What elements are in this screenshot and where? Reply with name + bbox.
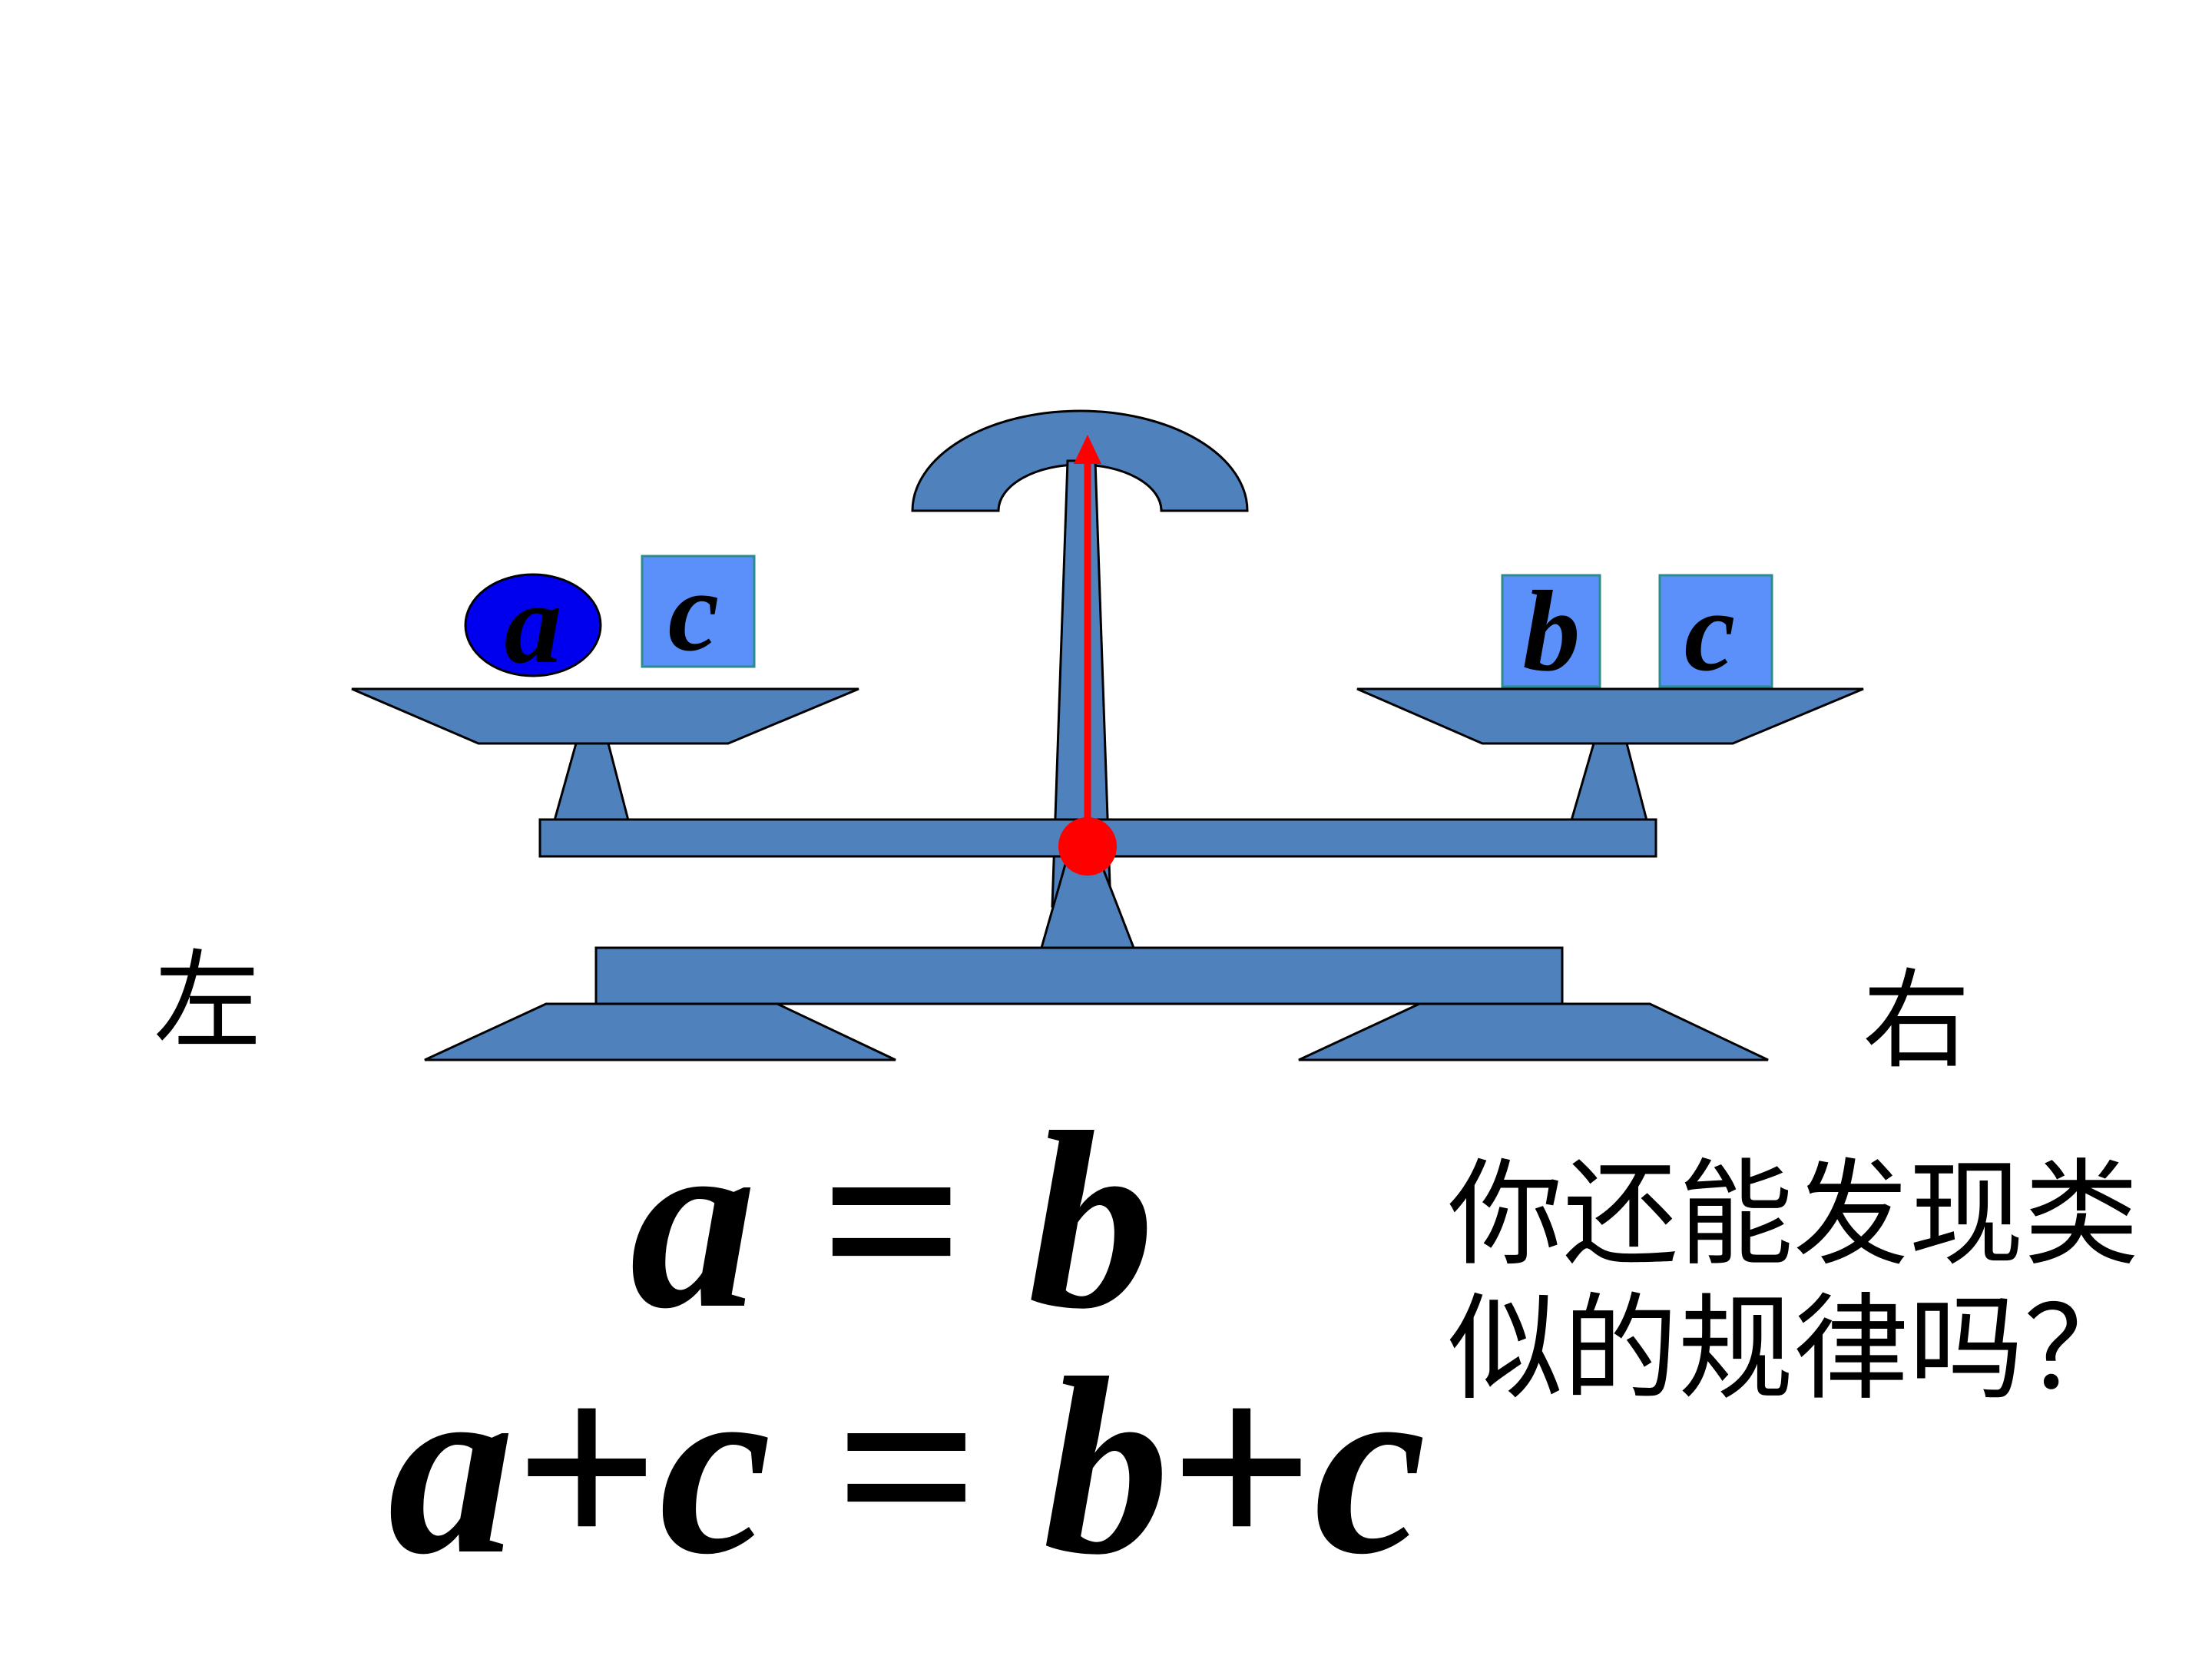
formula2-equals: =	[835, 1326, 980, 1607]
weight-c-left-label: c	[668, 548, 720, 675]
weight-c-left-box	[641, 555, 756, 668]
pivot-dot	[1058, 817, 1117, 876]
scale-base	[594, 946, 1564, 1005]
formula2-rhs-plus: +	[1169, 1326, 1314, 1607]
weight-b-label: b	[1523, 568, 1581, 695]
left-pan-support	[553, 742, 630, 822]
right-pan	[1356, 687, 1864, 745]
right-pan-support	[1570, 742, 1648, 822]
scale-foot-left	[424, 1002, 896, 1061]
right-side-label: 右	[1863, 959, 1971, 1084]
equation-a-equals-b: a = b	[630, 1094, 1154, 1348]
question-text: 你还能发现类 似的规律吗？	[1448, 1148, 2185, 1417]
left-pan	[351, 687, 859, 745]
weight-b-box	[1501, 574, 1601, 688]
weight-a-label: a	[505, 560, 562, 687]
formula1-rhs: b	[1028, 1081, 1155, 1361]
formula2-lhs-c: c	[659, 1326, 772, 1607]
formula2-lhs-plus: +	[515, 1326, 660, 1607]
weight-c-right-box	[1658, 574, 1773, 688]
question-line-2: 似的规律吗？	[1448, 1283, 2140, 1416]
equation-a-plus-c-equals-b-plus-c: a+c = b+c	[388, 1340, 1426, 1594]
formula1-equals: =	[820, 1081, 965, 1361]
scale-foot-right	[1298, 1002, 1769, 1061]
formula2-rhs-b: b	[1042, 1326, 1170, 1607]
formula2-lhs-a: a	[388, 1326, 515, 1607]
pointer-arrowhead	[1074, 435, 1101, 464]
formula2-rhs-c: c	[1313, 1326, 1427, 1607]
weight-c-right-label: c	[1684, 568, 1736, 695]
question-line-1: 你还能发现类	[1448, 1148, 2140, 1282]
left-side-label: 左	[154, 939, 262, 1065]
weight-a-ellipse	[464, 573, 602, 677]
formula1-lhs: a	[630, 1081, 757, 1361]
